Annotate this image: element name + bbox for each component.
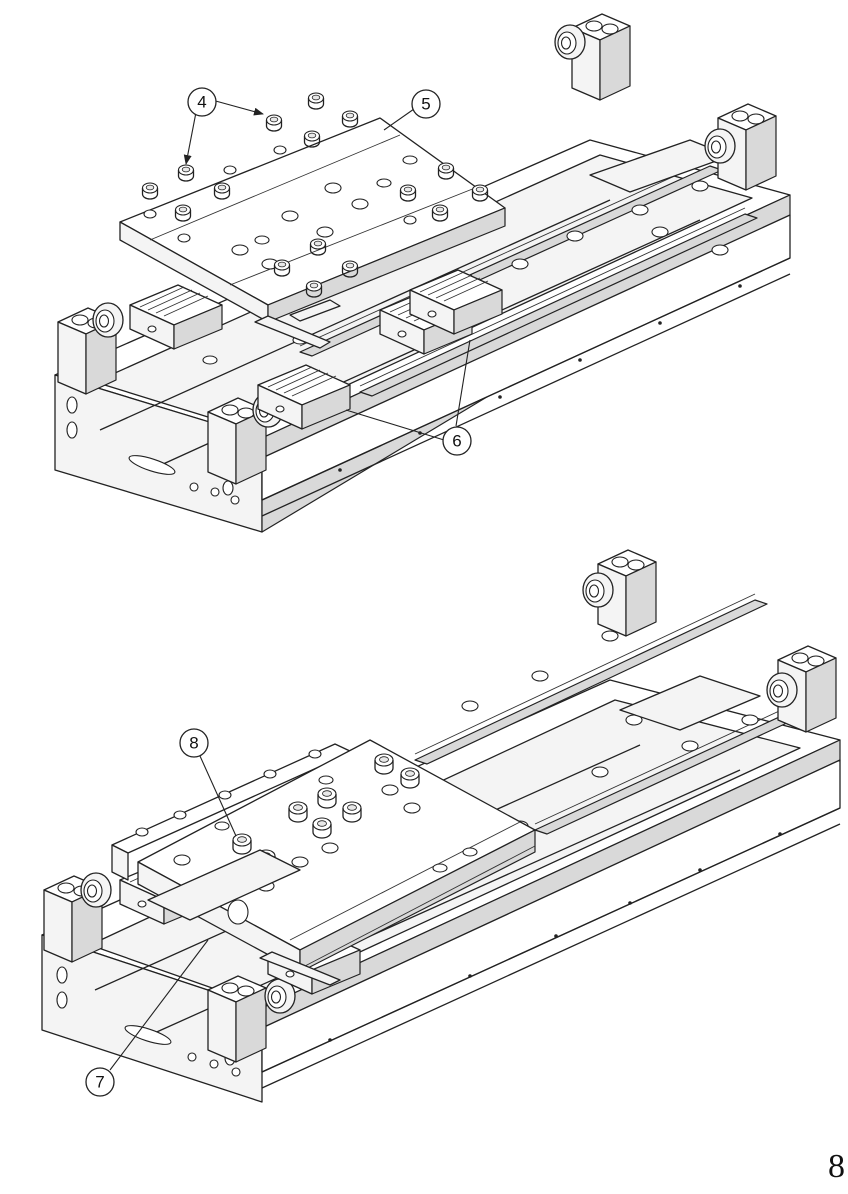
bottom-base-end-face: [41, 934, 263, 1103]
callout-5-label: 5: [421, 95, 430, 114]
bottom-assembly: [41, 549, 841, 1103]
callout-8: 8: [179, 728, 237, 837]
callout-4-label: 4: [197, 93, 206, 112]
callout-8-label: 8: [189, 734, 198, 753]
callout-5: 5: [383, 89, 441, 131]
page-number: 8: [828, 1148, 845, 1185]
callout-7: 7: [85, 939, 209, 1097]
callout-7-label: 7: [95, 1073, 104, 1092]
top-assembly: [54, 13, 791, 533]
callout-4: 4: [183, 87, 264, 165]
callout-6-label: 6: [452, 432, 461, 451]
callout-6: 6: [345, 339, 472, 456]
